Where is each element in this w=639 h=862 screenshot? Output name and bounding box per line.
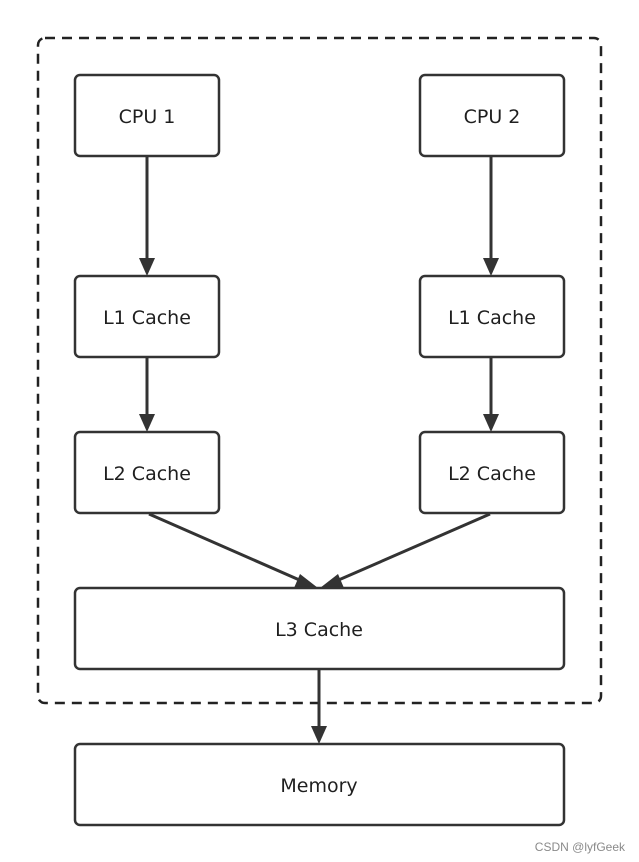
node-box [73,742,566,827]
node-l3-cache: L3 Cache [73,586,566,671]
node-box [73,73,221,158]
node-l2-cache-left: L2 Cache [73,430,221,515]
node-label-l1-right: L1 Cache [448,307,536,329]
node-cpu2: CPU 2 [418,73,566,158]
node-label-cpu2: CPU 2 [464,106,521,128]
arrowhead [139,258,155,276]
node-box [73,586,566,671]
arrowhead [294,574,318,588]
edge-l2-left-to-l3 [148,512,305,584]
node-box [418,430,566,515]
node-label-l3: L3 Cache [275,619,363,641]
node-label-cpu1: CPU 1 [119,106,176,128]
node-l2-cache-right: L2 Cache [418,430,566,515]
node-label-l2-right: L2 Cache [448,463,536,485]
arrowhead [483,414,499,432]
node-box [73,274,221,359]
edges [139,157,499,744]
arrowhead [139,414,155,432]
arrowhead [483,258,499,276]
watermark: CSDN @lyfGeek [534,840,625,854]
node-label-l1-left: L1 Cache [103,307,191,329]
node-l1-cache-left: L1 Cache [73,274,221,359]
node-memory: Memory [73,742,566,827]
node-label-l2-left: L2 Cache [103,463,191,485]
node-cpu1: CPU 1 [73,73,221,158]
node-l1-cache-right: L1 Cache [418,274,566,359]
node-box [418,274,566,359]
arrowhead [311,726,327,744]
node-box [73,430,221,515]
node-label-memory: Memory [280,775,357,797]
edge-l2-right-to-l3 [333,512,491,584]
node-box [418,73,566,158]
arrowhead [320,574,344,588]
